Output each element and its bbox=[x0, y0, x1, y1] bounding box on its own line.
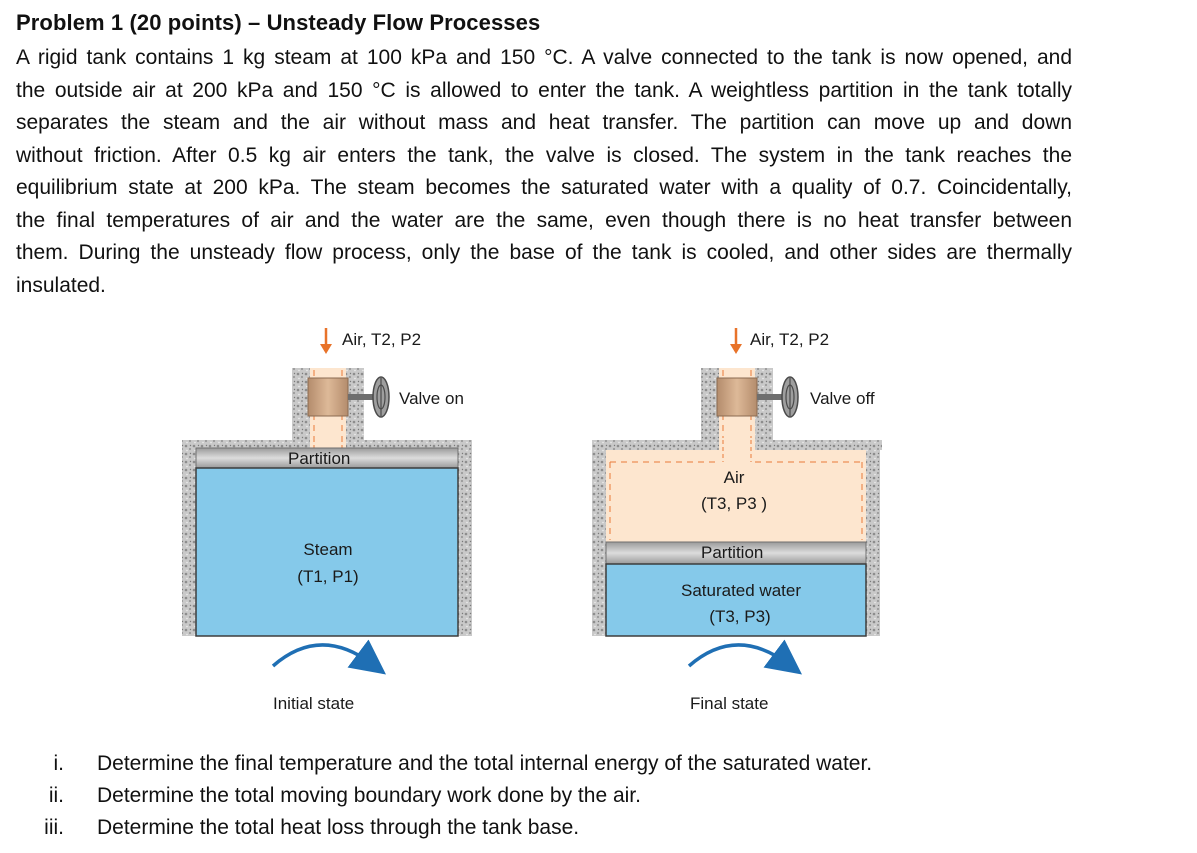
tank-left-wall bbox=[592, 440, 606, 636]
air-state-label: (T3, P3 ) bbox=[700, 494, 768, 513]
initial-valve-label: Valve on bbox=[399, 389, 464, 408]
air-label: Air bbox=[723, 468, 745, 487]
statement-line: the final temperatures of air and the wa… bbox=[16, 208, 1072, 232]
initial-inlet-label: Air, T2, P2 bbox=[342, 330, 422, 349]
final-caption: Final state bbox=[690, 694, 769, 713]
tank-right-wall bbox=[866, 440, 880, 636]
question-number: i. bbox=[53, 752, 65, 775]
water-label: Saturated water bbox=[680, 581, 801, 600]
steam-state-label: (T1, P1) bbox=[297, 567, 359, 586]
pipe-wall bbox=[292, 368, 310, 446]
statement-line: A rigid tank contains 1 kg steam at 100 … bbox=[16, 46, 1072, 69]
problem-statement: A rigid tank contains 1 kg steam at 100 … bbox=[16, 42, 1072, 302]
valve-wheel-icon bbox=[781, 376, 799, 418]
valve-wheel-icon bbox=[372, 376, 390, 418]
heat-loss-arrow-icon bbox=[271, 639, 387, 675]
tank-diagram bbox=[182, 328, 882, 675]
tank-right-wall bbox=[458, 440, 472, 636]
problem-title: Problem 1 (20 points) – Unsteady Flow Pr… bbox=[16, 10, 541, 35]
final-valve-label: Valve off bbox=[810, 389, 875, 408]
statement-line: without friction. After 0.5 kg air enter… bbox=[16, 143, 1072, 167]
tank-left-wall bbox=[182, 440, 196, 636]
final-tank bbox=[592, 328, 882, 675]
initial-caption: Initial state bbox=[273, 694, 355, 713]
question-text: Determine the final temperature and the … bbox=[97, 752, 873, 775]
initial-tank bbox=[182, 328, 472, 675]
question-text: Determine the total heat loss through th… bbox=[97, 816, 580, 839]
final-inlet-label: Air, T2, P2 bbox=[750, 330, 830, 349]
inlet-arrow-icon bbox=[320, 328, 332, 354]
question-text: Determine the total moving boundary work… bbox=[97, 784, 641, 807]
valve-body bbox=[307, 377, 349, 417]
final-partition-label: Partition bbox=[701, 543, 764, 562]
tank-figure: Air, T2, P2 Valve on Partition Steam (T1… bbox=[0, 300, 1197, 730]
steam-label: Steam bbox=[303, 540, 353, 559]
steam-region bbox=[195, 467, 459, 637]
initial-partition-label: Partition bbox=[288, 449, 351, 468]
water-region bbox=[605, 563, 867, 637]
question-number: ii. bbox=[48, 784, 64, 807]
question-number: iii. bbox=[44, 816, 64, 839]
statement-line: insulated. bbox=[16, 273, 106, 297]
statement-line: them. During the unsteady flow process, … bbox=[16, 241, 1072, 264]
valve-stem bbox=[348, 394, 374, 400]
pipe-wall bbox=[701, 368, 719, 446]
inlet-arrow-icon bbox=[730, 328, 742, 354]
water-state-label: (T3, P3) bbox=[709, 607, 771, 626]
heat-loss-arrow-icon bbox=[687, 639, 803, 675]
pipe-wall bbox=[346, 368, 364, 446]
statement-line: the outside air at 200 kPa and 150 °C is… bbox=[16, 78, 1072, 102]
valve-body bbox=[716, 377, 758, 417]
statement-line: separates the steam and the air without … bbox=[16, 111, 1072, 134]
pipe-wall bbox=[755, 368, 773, 446]
air-region bbox=[606, 450, 866, 542]
statement-line: equilibrium state at 200 kPa. The steam … bbox=[16, 176, 1072, 199]
valve-stem bbox=[757, 394, 783, 400]
